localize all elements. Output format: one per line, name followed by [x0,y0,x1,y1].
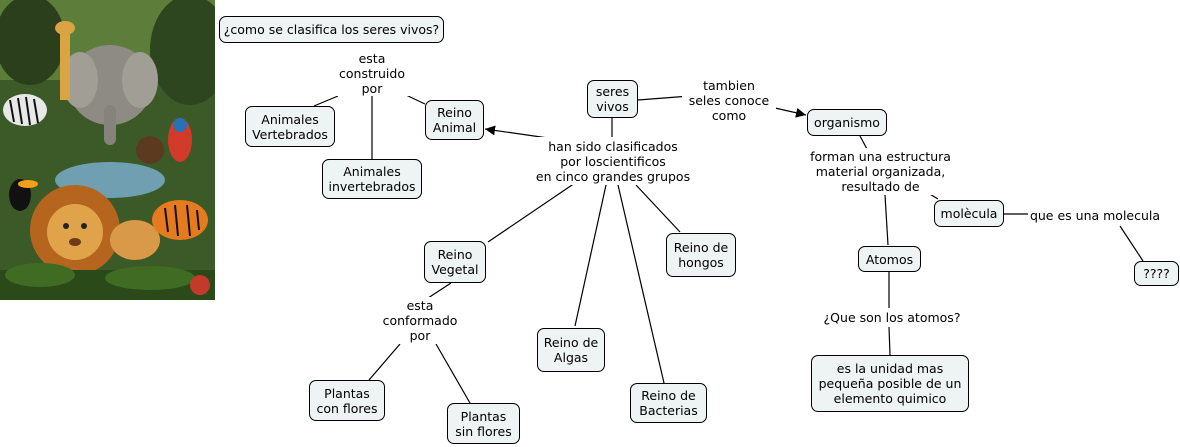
node-plantas-con-flores[interactable]: Plantas con flores [309,380,385,421]
link-tambien-seles-conoce[interactable]: tambien seles conoce como [682,77,776,124]
link-esta-conformado-por[interactable]: esta conformado por [378,297,462,344]
jungle-animals-illustration [0,0,215,300]
link-forman-estructura[interactable]: forman una estructura material organizad… [802,148,959,195]
jungle-animals-image [0,0,215,300]
node-reino-algas[interactable]: Reino de Algas [537,328,605,372]
link-esta-construido-por[interactable]: esta construido por [332,50,412,96]
link-han-sido-clasificados[interactable]: han sido clasificados por loscientificos… [528,137,698,185]
question-title-box[interactable]: ¿como se clasifica los seres vivos? [219,16,444,43]
node-unidad-elemento-quimico[interactable]: es la unidad mas pequeña posible de un e… [811,355,969,412]
node-reino-animal[interactable]: Reino Animal [425,100,484,140]
link-que-es-molecula[interactable]: que es una molecula [1028,205,1162,225]
node-plantas-sin-flores[interactable]: Plantas sin flores [447,403,520,444]
node-reino-hongos[interactable]: Reino de hongos [666,233,736,277]
node-reino-bacterias[interactable]: Reino de Bacterias [630,383,707,423]
node-molecula[interactable]: molècula [934,200,1004,227]
node-atomos[interactable]: Atomos [858,246,921,272]
node-interrogantes[interactable]: ???? [1134,261,1179,286]
node-reino-vegetal[interactable]: Reino Vegetal [424,241,486,283]
node-animales-invertebrados[interactable]: Animales invertebrados [322,159,422,199]
node-animales-vertebrados[interactable]: Animales Vertebrados [245,106,335,147]
node-seres-vivos[interactable]: seres vivos [587,80,638,118]
node-organismo[interactable]: organismo [807,109,887,136]
link-que-son-atomos[interactable]: ¿Que son los atomos? [818,308,966,327]
